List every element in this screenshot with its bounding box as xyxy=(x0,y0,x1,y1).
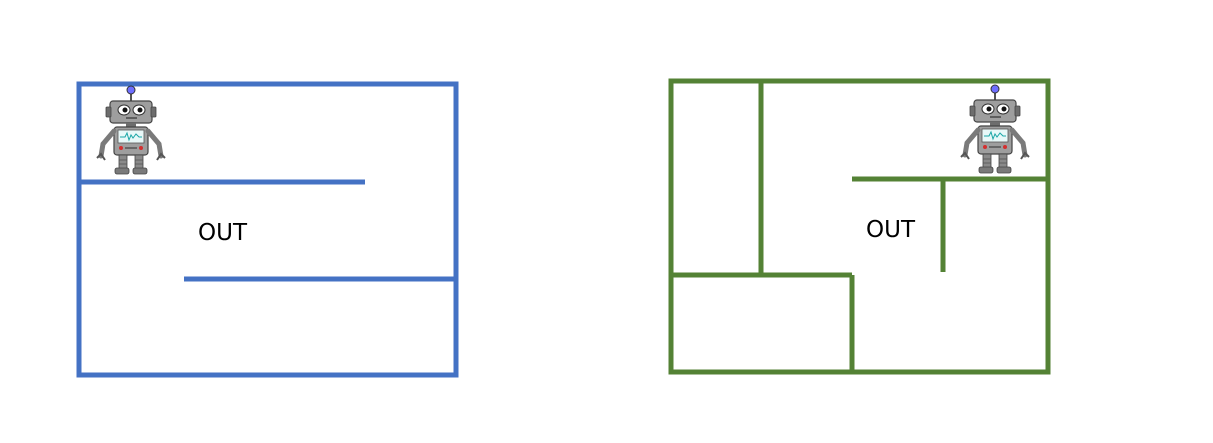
maze-1-out-label: OUT xyxy=(198,220,248,246)
robot-icon xyxy=(97,86,165,174)
robot-icon xyxy=(961,85,1029,173)
maze-1 xyxy=(76,81,459,378)
maze-2 xyxy=(668,78,1051,375)
maze-2-out-label: OUT xyxy=(866,217,916,243)
maze-2-outer-wall xyxy=(668,78,1051,375)
maze-1-outer-wall xyxy=(76,81,459,378)
